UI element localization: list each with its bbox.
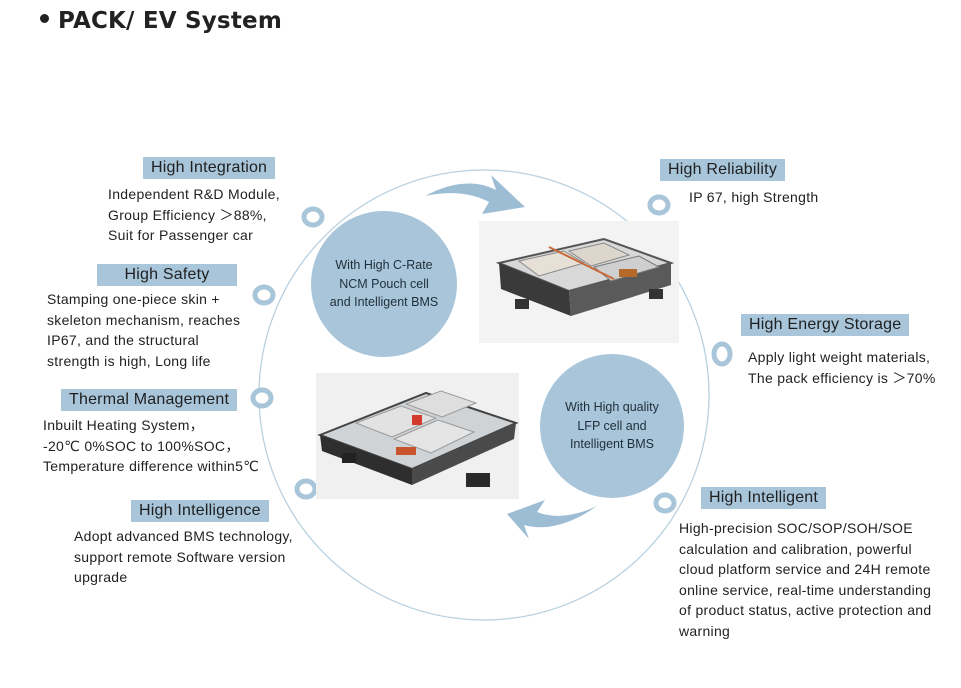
- tag-high-intelligent: High Intelligent: [701, 487, 827, 509]
- page-title-text: PACK/ EV System: [58, 8, 282, 34]
- tag-thermal-management: Thermal Management: [61, 389, 238, 411]
- tag-high-intelligence: High Intelligence: [131, 500, 269, 522]
- bubble-line: With High quality: [565, 400, 659, 415]
- desc-line: Apply light weight materials,: [748, 349, 931, 365]
- bubble-line: NCM Pouch cell: [339, 276, 429, 291]
- desc-thermal-management: Inbuilt Heating System， -20℃ 0%SOC to 10…: [43, 415, 259, 477]
- desc-high-energy-storage: Apply light weight materials, The pack e…: [748, 347, 936, 388]
- tag-high-reliability: High Reliability: [660, 159, 786, 181]
- desc-line: Group Efficiency ＞88%,: [108, 206, 267, 223]
- desc-high-integration: Independent R&D Module, Group Efficiency…: [108, 184, 280, 246]
- ring-node-integration: [301, 206, 325, 228]
- battery-pack-image-ncm: [479, 221, 679, 343]
- desc-line: calculation and calibration, powerful: [679, 540, 912, 557]
- desc-line: Inbuilt Heating System，: [43, 417, 204, 433]
- ring-node-energy-storage: [711, 341, 733, 367]
- center-bubble-ncm: With High C-Rate NCM Pouch cell and Inte…: [311, 211, 457, 357]
- center-bubble-lfp: With High quality LFP cell and Intellige…: [540, 354, 684, 498]
- ring-node-intelligence: [294, 478, 318, 500]
- bubble-line: LFP cell and: [577, 418, 647, 433]
- desc-line: strength is high, Long life: [47, 352, 211, 369]
- desc-line: upgrade: [74, 569, 128, 585]
- ring-node-safety: [252, 284, 276, 306]
- desc-line: The pack efficiency is ＞70%: [748, 369, 936, 386]
- tag-high-energy-storage: High Energy Storage: [741, 314, 910, 336]
- ring-node-reliability: [647, 194, 671, 216]
- desc-line: cloud platform service and 24H remote: [679, 561, 931, 577]
- cycle-arrow-bottom: [507, 500, 597, 539]
- bullet-dot: [40, 14, 49, 23]
- tag-high-integration: High Integration: [143, 157, 276, 179]
- desc-line: of product status, active protection and: [679, 602, 932, 618]
- tag-high-safety: High Safety: [97, 264, 237, 286]
- desc-line: IP 67, high Strength: [689, 189, 819, 205]
- desc-line: Temperature difference within5℃: [43, 458, 260, 474]
- desc-line: Suit for Passenger car: [108, 227, 254, 243]
- desc-line: Independent R&D Module,: [108, 186, 280, 202]
- desc-line: -20℃ 0%SOC to 100%SOC，: [43, 437, 240, 454]
- desc-line: Adopt advanced BMS technology,: [74, 528, 293, 544]
- ring-node-thermal: [250, 387, 274, 409]
- desc-line: High-precision SOC/SOP/SOH/SOE: [679, 520, 913, 536]
- cycle-arrow-top: [425, 175, 525, 214]
- desc-line: Stamping one-piece skin +: [47, 291, 220, 307]
- desc-line: online service, real-time understanding: [679, 581, 932, 598]
- desc-high-intelligence: Adopt advanced BMS technology, support r…: [74, 526, 293, 588]
- desc-line: warning: [679, 622, 731, 639]
- ring-node-intelligent: [653, 492, 677, 514]
- bubble-line: With High C-Rate: [335, 258, 433, 273]
- bubble-line: and Intelligent BMS: [329, 295, 439, 310]
- desc-line: IP67, and the structural: [47, 332, 199, 348]
- page-title: PACK/ EV System: [40, 8, 282, 34]
- desc-high-intelligent: High-precision SOC/SOP/SOH/SOE calculati…: [679, 518, 931, 641]
- desc-line: skeleton mechanism, reaches: [47, 311, 241, 328]
- desc-high-reliability: IP 67, high Strength: [689, 187, 819, 208]
- bubble-line: Intelligent BMS: [569, 437, 655, 452]
- desc-line: support remote Software version: [74, 548, 286, 565]
- battery-pack-image-lfp: [316, 373, 519, 499]
- desc-high-safety: Stamping one-piece skin + skeleton mecha…: [47, 289, 240, 371]
